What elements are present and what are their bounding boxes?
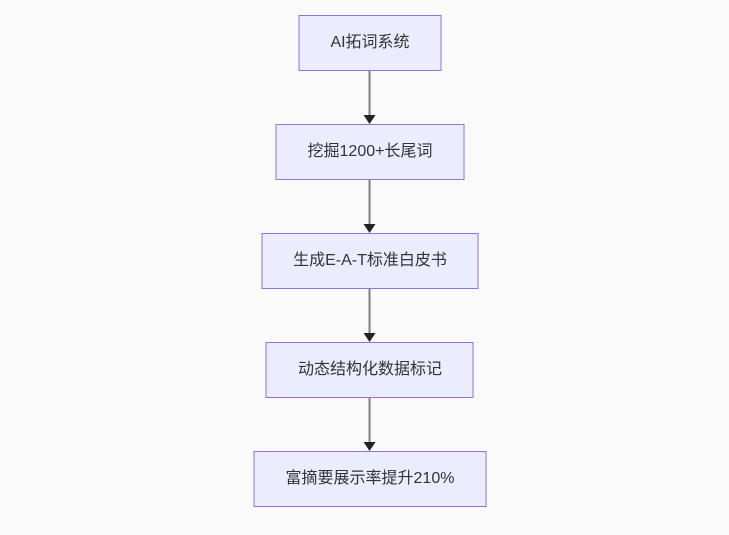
- arrowhead-down-icon: [364, 333, 376, 342]
- flow-edge-1: [364, 71, 376, 124]
- flowchart-node-2: 挖掘1200+长尾词: [275, 124, 465, 180]
- flow-edge-4: [364, 398, 376, 451]
- flowchart-node-5: 富摘要展示率提升210%: [253, 451, 487, 507]
- edge-line: [369, 180, 371, 224]
- edge-line: [369, 289, 371, 333]
- node-label: 挖掘1200+长尾词: [307, 143, 433, 160]
- flow-edge-3: [364, 289, 376, 342]
- flow-edge-2: [364, 180, 376, 233]
- arrowhead-down-icon: [364, 115, 376, 124]
- flowchart-node-1: AI拓词系统: [298, 15, 442, 71]
- node-label: 富摘要展示率提升210%: [285, 470, 455, 487]
- edge-line: [369, 71, 371, 115]
- flowchart-node-3: 生成E-A-T标准白皮书: [261, 233, 479, 289]
- node-label: 动态结构化数据标记: [297, 361, 442, 378]
- arrowhead-down-icon: [364, 442, 376, 451]
- flowchart-node-4: 动态结构化数据标记: [265, 342, 474, 398]
- arrowhead-down-icon: [364, 224, 376, 233]
- node-label: AI拓词系统: [330, 34, 410, 51]
- edge-line: [369, 398, 371, 442]
- node-label: 生成E-A-T标准白皮书: [293, 252, 447, 269]
- flowchart: AI拓词系统 挖掘1200+长尾词 生成E-A-T标准白皮书 动态结构化数据标记: [253, 15, 487, 507]
